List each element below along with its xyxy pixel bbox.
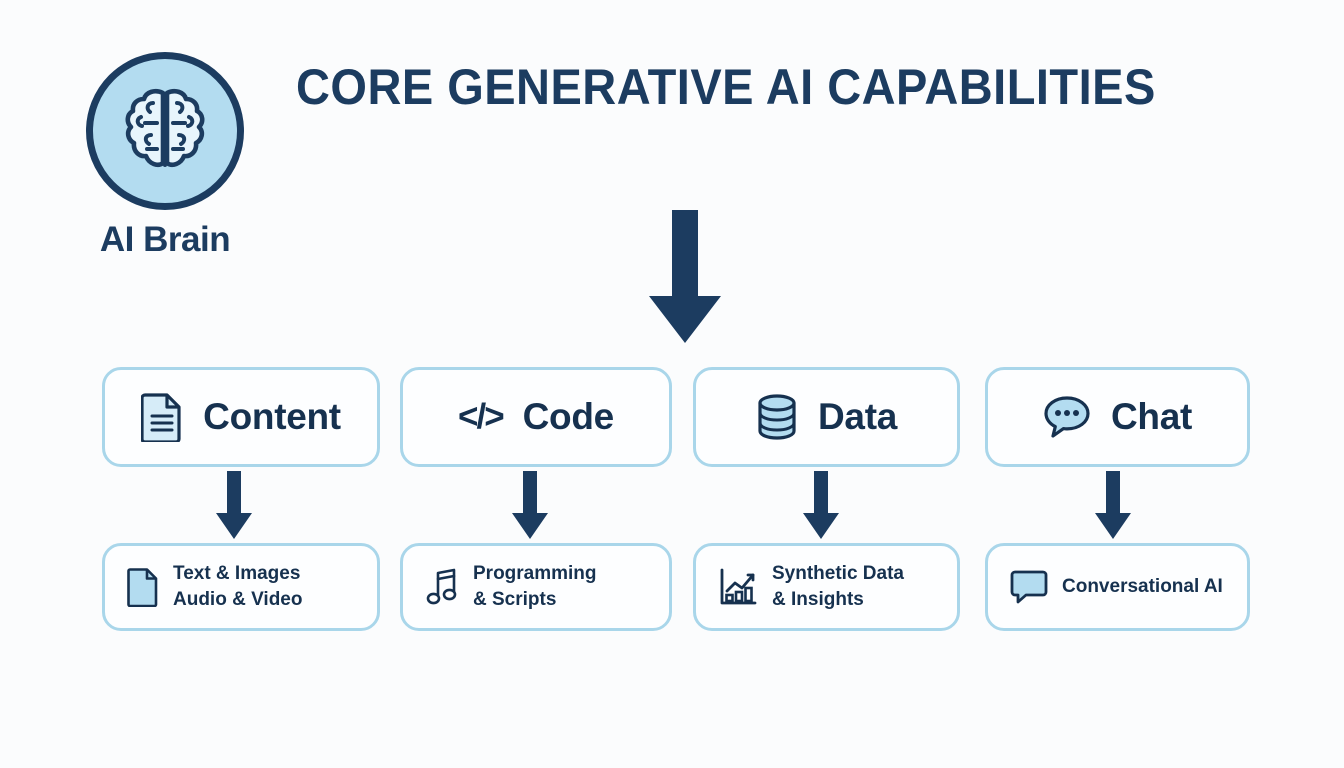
music-note-icon [425,567,459,607]
brain-badge-label: AI Brain [99,220,231,259]
page-title: CORE GENERATIVE AI CAPABILITIES [296,59,1156,115]
ai-brain-badge: AI Brain [86,52,244,259]
database-icon [756,392,798,442]
detail-card-data[interactable]: Synthetic Data & Insights [693,543,960,631]
document-lines-icon [141,392,183,442]
branch-arrow-code [501,471,559,544]
capability-card-code[interactable]: </> Code [400,367,672,467]
detail-card-content[interactable]: Text & Images Audio & Video [102,543,380,631]
detail-card-code[interactable]: Programming & Scripts [400,543,672,631]
capability-label: Code [522,396,615,437]
branch-arrow-data [792,471,850,544]
chat-bubble-icon [1010,568,1048,606]
code-tag-icon: </> [458,397,505,436]
detail-label: Programming & Scripts [473,562,597,610]
branch-arrow-content [205,471,263,544]
capability-card-data[interactable]: Data [693,367,960,467]
main-flow-arrow [630,210,740,348]
speech-bubble-dots-icon [1043,394,1091,440]
brain-icon [86,52,244,210]
bar-chart-trend-icon [718,567,758,607]
branch-arrow-chat [1084,471,1142,544]
capability-card-chat[interactable]: Chat [985,367,1250,467]
detail-label: Conversational AI [1062,575,1223,597]
capability-label: Chat [1110,396,1193,437]
capability-label: Content [203,396,341,437]
detail-card-chat[interactable]: Conversational AI [985,543,1250,631]
page-icon [127,567,159,607]
capability-label: Data [818,396,897,437]
detail-label: Text & Images Audio & Video [173,562,303,610]
detail-label: Synthetic Data & Insights [772,562,904,610]
capability-card-content[interactable]: Content [102,367,380,467]
